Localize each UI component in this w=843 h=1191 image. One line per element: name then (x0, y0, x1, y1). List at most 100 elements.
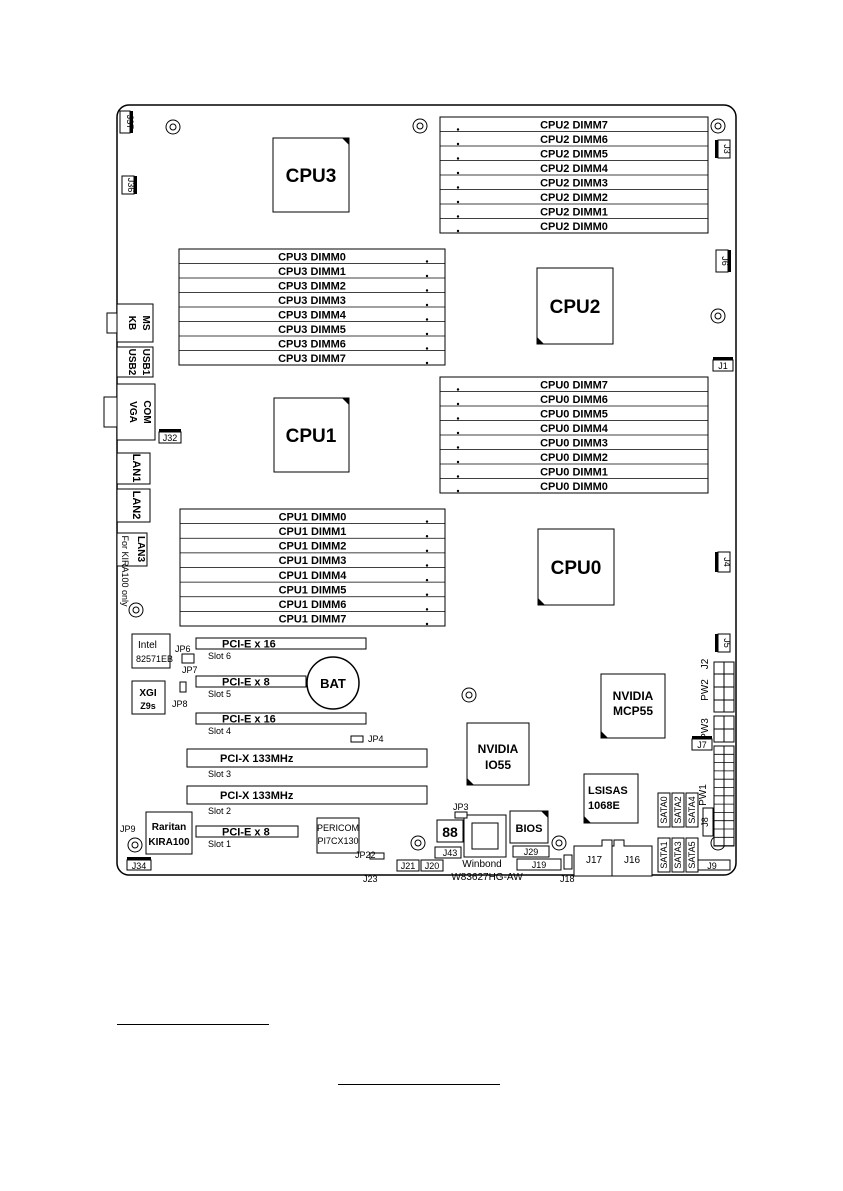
cpu2-label: CPU2 (550, 297, 601, 318)
j36-header: J36 (121, 175, 137, 195)
j18-header: J18 (560, 854, 575, 884)
dimm-slot-label: CPU1 DIMM7 (279, 614, 347, 626)
dimm-key-notch (425, 593, 429, 596)
vga-label: VGA (127, 401, 138, 423)
jp22-jumper: JP22 (355, 850, 385, 860)
svg-text:JP22: JP22 (355, 850, 376, 860)
dimm-slot-label: CPU1 DIMM5 (279, 584, 347, 596)
dimm-key-notch (425, 578, 429, 582)
jp3-jumper: JP3 (453, 802, 469, 819)
svg-text:XGI: XGI (139, 688, 156, 699)
dimm-key-notch (456, 388, 460, 391)
lan1-port: LAN1 (116, 452, 151, 485)
pci-slot-label: PCI-E x 8 (222, 677, 270, 689)
seven-segment-display: 88 (436, 819, 464, 843)
dimm-key-notch (425, 303, 429, 307)
svg-text:JP3: JP3 (453, 802, 469, 812)
dimm-slot-label: CPU3 DIMM4 (278, 309, 347, 321)
dimm-slot-label: CPU1 DIMM0 (279, 511, 347, 523)
svg-text:SATA3: SATA3 (673, 841, 683, 868)
svg-text:PI7CX130: PI7CX130 (317, 836, 358, 846)
svg-text:W83627HG-AW: W83627HG-AW (451, 872, 523, 883)
cpu3-socket: CPU3 (272, 137, 350, 213)
svg-text:J8: J8 (700, 817, 710, 827)
dimm-slot-label: CPU2 DIMM5 (540, 148, 608, 160)
jp6-jumper: JP6 (175, 644, 195, 664)
mounting-hole-icon (127, 837, 143, 853)
svg-text:88: 88 (442, 824, 458, 840)
dimm-key-notch (425, 260, 429, 263)
pci-slot-label: PCI-E x 16 (222, 639, 276, 651)
j20-header: J20 (420, 859, 444, 872)
winbond-superio-chip: Winbond W83627HG-AW (451, 814, 523, 883)
pci-slot-label: PCI-E x 16 (222, 714, 276, 726)
svg-text:SATA0: SATA0 (659, 796, 669, 823)
svg-text:J29: J29 (524, 847, 539, 857)
cpu0-socket: CPU0 (537, 528, 615, 606)
j2-label: J2 (700, 658, 711, 669)
svg-text:SATA4: SATA4 (687, 796, 697, 823)
dimm-slot-label: CPU3 DIMM3 (278, 295, 346, 307)
dimm-slot-label: CPU3 DIMM6 (278, 338, 346, 350)
dimm-slot-label: CPU0 DIMM2 (540, 452, 608, 464)
j23-label: J23 (363, 874, 378, 884)
sata-connectors: SATA0 SATA2 SATA4 SATA1 SATA3 SATA5 (657, 792, 699, 873)
dimm-key-notch (425, 520, 429, 523)
j9-header: J9 (697, 859, 731, 871)
nvidia-io55-chip: NVIDIA IO55 (466, 722, 530, 786)
dimm-key-notch (456, 229, 460, 233)
mounting-hole-icon (412, 118, 428, 134)
svg-text:BIOS: BIOS (516, 823, 543, 835)
kb-label: KB (126, 316, 137, 330)
cpu1-label: CPU1 (286, 426, 337, 447)
dimm-key-notch (456, 171, 460, 175)
dimm-slot-label: CPU1 DIMM6 (279, 599, 347, 611)
mounting-hole-icon (551, 835, 567, 851)
dimm-slot-label: CPU1 DIMM2 (279, 541, 347, 553)
battery: BAT (306, 656, 360, 710)
jp8-jumper: JP8 (172, 681, 188, 709)
dimm-key-notch (456, 460, 460, 464)
dimm-key-notch (425, 318, 429, 321)
lan1-label: LAN1 (130, 454, 142, 483)
lan3-port: LAN3 For KIRA100 only (116, 532, 148, 607)
jumper-headers: J37 J36 J3 J6 J1 J32 J4 J5 J2 J7 J8 J9 J… (119, 110, 734, 884)
dimm-slot-label: CPU0 DIMM6 (540, 394, 608, 406)
dimm-key-notch (425, 289, 429, 292)
dimm-slot-label: CPU0 DIMM0 (540, 481, 608, 493)
com-label: COM (141, 400, 152, 423)
j21-header: J21 (396, 859, 420, 872)
dimm-slot-label: CPU0 DIMM1 (540, 466, 608, 478)
dimm-slot-label: CPU1 DIMM3 (279, 555, 347, 567)
raritan-kvm-chip: Raritan KIRA100 (145, 811, 193, 855)
j32-header: J32 (158, 429, 182, 444)
underline-rule (117, 1024, 269, 1025)
j5-header: J5 (715, 633, 732, 653)
pci-slot-number: Slot 2 (208, 806, 231, 816)
j8-header: J8 (700, 807, 714, 837)
svg-text:NVIDIA: NVIDIA (478, 742, 519, 756)
pw3-connector: PW3 (700, 715, 735, 743)
j3-header: J3 (715, 139, 732, 159)
dimm-slot-label: CPU1 DIMM4 (279, 570, 348, 582)
j37-header: J37 (119, 110, 135, 134)
svg-text:SATA1: SATA1 (659, 841, 669, 868)
dimm-slot-label: CPU0 DIMM4 (540, 423, 609, 435)
j34-header: J34 (126, 857, 152, 871)
dimm-slot-label: CPU2 DIMM2 (540, 192, 608, 204)
pericom-chip: PERICOM PI7CX130 (316, 817, 360, 854)
cpu0-label: CPU0 (551, 558, 602, 579)
pci-slot-number: Slot 4 (208, 726, 231, 736)
jp4-jumper: JP4 (350, 734, 384, 744)
usb1-label: USB1 (140, 349, 151, 376)
svg-text:1068E: 1068E (588, 800, 620, 812)
jp7-label: JP7 (182, 665, 198, 675)
